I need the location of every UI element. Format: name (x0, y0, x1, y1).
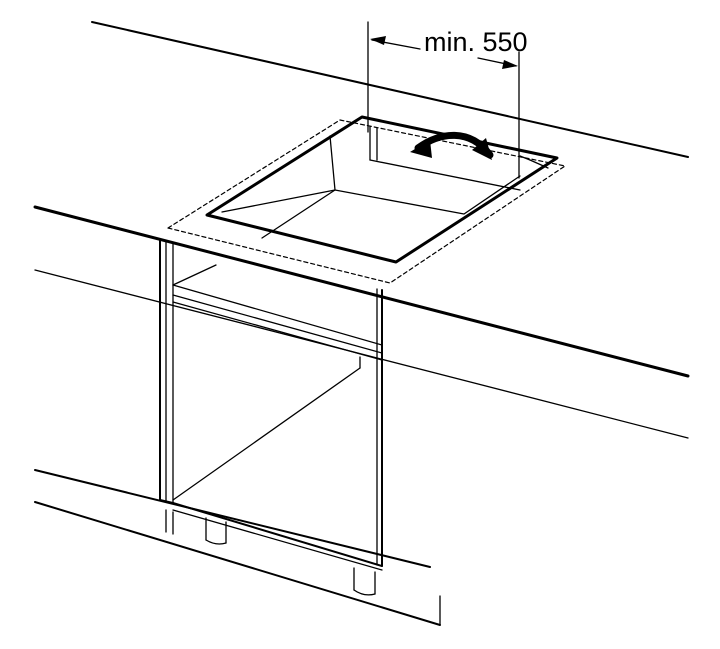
worktop-back-edge (91, 21, 689, 158)
worktop-cutout (205, 115, 559, 264)
dimension-label: min. 550 (424, 27, 528, 57)
cabinet-foot-left (205, 517, 227, 545)
cabinet-foot-right (353, 567, 376, 596)
base-cabinet (159, 239, 383, 571)
hob-dashed-outline (167, 119, 566, 284)
dimension-lines (367, 21, 520, 179)
insertion-arrow-icon (410, 131, 494, 160)
worktop-front-edge (33, 205, 690, 439)
plinth-lines (34, 469, 441, 626)
